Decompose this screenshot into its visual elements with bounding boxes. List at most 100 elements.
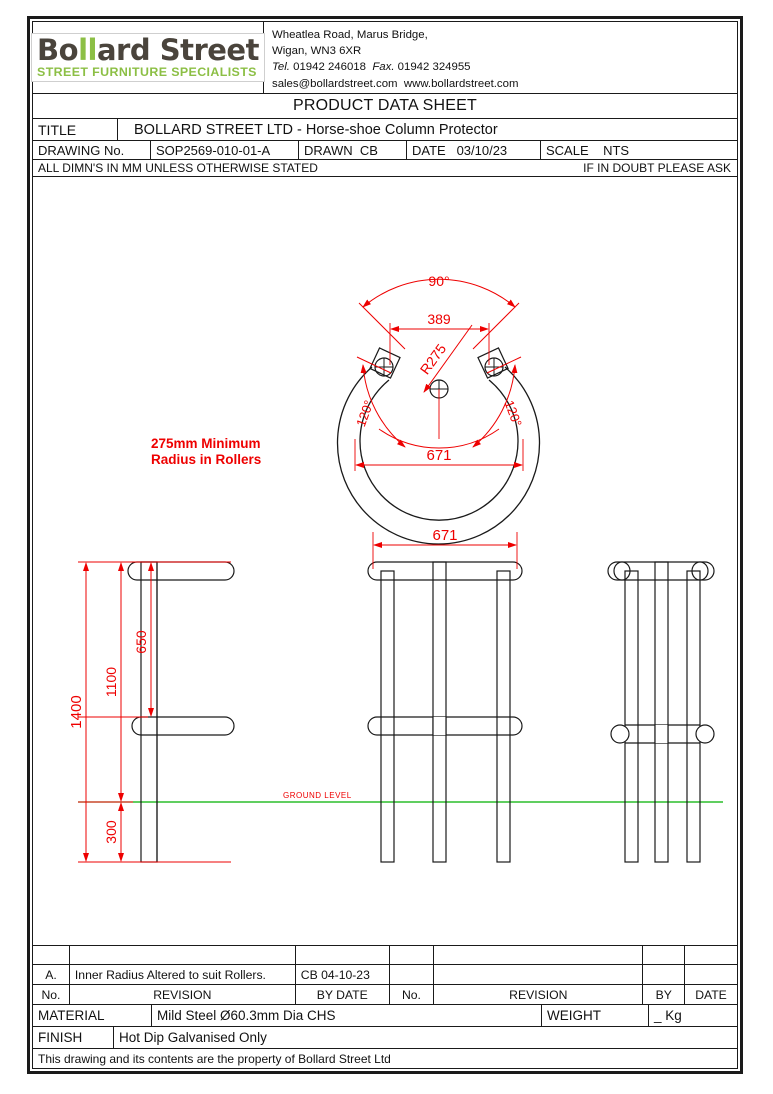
angle-left-label: 120° [353,398,376,428]
revision-date-2 [684,964,737,985]
revision-no-2 [388,964,435,985]
note-line-1: 275mm Minimum [151,436,261,451]
rear-rail-end-right [695,724,715,744]
material-value: Mild Steel Ø60.3mm Dia CHS [151,1005,542,1027]
fax-number: 01942 324955 [397,61,471,74]
rear-top-rail [607,561,715,581]
company-address-block: Wheatlea Road, Marus Bridge, Wigan, WN3 … [264,22,737,93]
revision-header-label-2: REVISION [433,984,644,1005]
drawing-canvas: 90° 389 120° 120° [33,177,737,923]
revision-by-2 [642,964,686,985]
logo-text-primary: Bo [37,32,79,67]
tel-label: Tel. [272,61,290,74]
units-note-cell: ALL DIMN'S IN MM UNLESS OTHERWISE STATED [33,160,537,176]
rev-blank-bydate [294,945,390,965]
dim-300-label: 300 [103,820,119,844]
drawing-sheet-inner-border: Bollard Street STREET FURNITURE SPECIALI… [31,21,738,1069]
doubt-note: IF IN DOUBT PLEASE ASK [583,161,731,175]
vertical-dimensions: 1400 1100 650 300 [68,561,231,863]
fax-label: Fax. [372,61,395,74]
rear-post-left [624,570,639,863]
rear-elevation-view [607,561,715,863]
date-label: DATE [412,142,446,158]
drawn-by: CB [359,142,378,158]
revision-header-label: REVISION [68,984,296,1005]
title-row: TITLE BOLLARD STREET LTD - Horse-shoe Co… [33,119,737,141]
rear-post-right [686,570,701,863]
units-note: ALL DIMN'S IN MM UNLESS OTHERWISE STATED [38,161,318,175]
scale-cell: SCALE NTS [541,141,737,159]
side-mid-rail [131,716,235,736]
company-logo: Bollard Street STREET FURNITURE SPECIALI… [31,22,265,93]
plan-view-horseshoe: 90° 389 120° 120° [336,273,541,545]
revision-description-2 [433,964,644,985]
rev-blank-no-2 [388,945,435,965]
scale-label: SCALE [546,142,589,158]
units-note-row: ALL DIMN'S IN MM UNLESS OTHERWISE STATED… [33,160,737,177]
copyright-row: This drawing and its contents are the pr… [33,1049,737,1068]
weight-value: _ Kg [648,1005,737,1027]
front-top-rail [367,561,523,581]
revision-header-row: No. REVISION BY DATE No. REVISION BY DAT… [33,984,737,1005]
tel-number: 01942 246018 [293,61,366,74]
radius-label: R275 [417,341,450,378]
revision-description: Inner Radius Altered to suit Rollers. [68,964,296,985]
side-post [140,561,158,863]
roller-radius-note: 275mm Minimum Radius in Rollers [151,436,261,467]
sheet-header: Bollard Street STREET FURNITURE SPECIALI… [31,22,737,94]
weight-label: WEIGHT [541,1005,649,1027]
finish-table: FINISH Hot Dip Galvanised Only [33,1027,737,1049]
product-title: BOLLARD STREET LTD - Horse-shoe Column P… [134,121,498,138]
front-mid-rail [367,716,523,736]
dim-1400-label: 1400 [68,695,85,728]
rear-rail-end-left [610,724,630,744]
dim-671-elev-label: 671 [432,527,457,544]
ground-level-label: GROUND LEVEL [283,791,352,800]
side-elevation-view [127,561,235,863]
email-address: sales@bollardstreet.com [272,77,398,90]
revision-table: A. Inner Radius Altered to suit Rollers.… [33,945,737,1005]
title-value-cell: BOLLARD STREET LTD - Horse-shoe Column P… [118,119,737,140]
drawing-info-row: DRAWING No. SOP2569-010-01-A DRAWN CB DA… [33,141,737,160]
revision-no: A. [33,964,70,985]
finish-label: FINISH [33,1027,114,1049]
logo-wordmark: Bollard Street [37,32,259,67]
material-label: MATERIAL [33,1005,152,1027]
drawing-number: SOP2569-010-01-A [156,142,271,158]
copyright-table: This drawing and its contents are the pr… [33,1049,737,1068]
rev-blank-desc-2 [433,945,644,965]
angle-top-label: 90° [428,273,449,289]
date-cell: DATE 03/10/23 [407,141,541,159]
logo-text-tail: ard Street [96,32,259,67]
revision-header-no-2: No. [388,984,435,1005]
page-title: PRODUCT DATA SHEET [292,97,478,114]
revision-row-blank [33,945,737,965]
revision-header-by-date: BY DATE [294,984,390,1005]
table-row: A. Inner Radius Altered to suit Rollers.… [33,964,737,985]
ground-line: GROUND LEVEL [78,791,723,803]
doubt-note-cell: IF IN DOUBT PLEASE ASK [537,160,737,176]
drawing-no-label-cell: DRAWING No. [33,141,151,159]
dim-650: 650 [133,562,154,717]
rev-blank-no [33,945,70,965]
front-post-centre [432,561,447,863]
scale-value: NTS [603,142,630,158]
side-top-rail [127,561,235,581]
title-block-tables: A. Inner Radius Altered to suit Rollers.… [33,945,737,1068]
dim-1100: 1100 [103,562,124,802]
revision-header-date-2: DATE [684,984,737,1005]
drawing-no-label: DRAWING No. [38,142,125,158]
front-elevation-view [367,561,523,863]
drawing-no-value-cell: SOP2569-010-01-A [151,141,299,159]
date-value: 03/10/23 [456,142,508,158]
drawn-label: DRAWN [304,142,353,158]
dimension-671-plan: 671 [354,389,524,471]
dim-671-plan-label: 671 [426,447,451,464]
address-line-1: Wheatlea Road, Marus Bridge, [272,29,428,41]
dim-1400: 1400 [68,562,89,862]
logo-frame: Bollard Street STREET FURNITURE SPECIALI… [31,32,265,83]
address-line-2: Wigan, WN3 6XR [272,45,362,58]
dim-389-label: 389 [427,311,451,327]
technical-drawing: 90° 389 120° 120° [68,273,723,863]
note-line-2: Radius in Rollers [151,452,261,467]
